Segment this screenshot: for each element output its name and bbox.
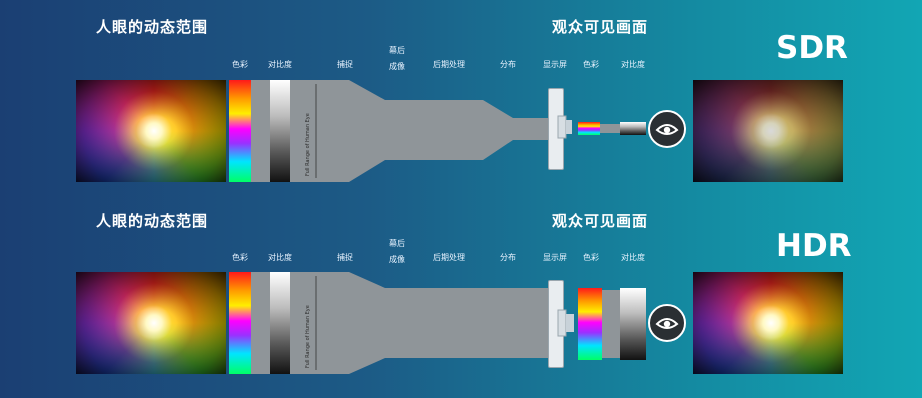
sdr-output-image (693, 80, 843, 182)
hdr-badge: HDR (776, 228, 852, 264)
sdr-out-color-bar (578, 122, 600, 135)
sdr-label-color: 色彩 (232, 60, 248, 69)
sdr-monitor-stand-icon (557, 115, 572, 139)
hdr-source-image (76, 272, 226, 374)
sdr-label-display: 显示屏 (543, 60, 567, 69)
hdr-eye-icon (648, 304, 686, 342)
sdr-label-imaging-1: 幕后 (389, 46, 405, 55)
hdr-out-link (602, 290, 620, 358)
sdr-vertical-note: Full Range of Human Eye (305, 113, 311, 176)
sdr-label-contrast: 对比度 (268, 60, 292, 69)
hdr-label-contrast: 对比度 (268, 253, 292, 262)
hdr-color-bar (229, 272, 251, 374)
sdr-pipeline-funnel (313, 80, 553, 182)
hdr-out-color-bar (578, 288, 602, 360)
sdr-label-post: 后期处理 (433, 60, 465, 69)
hdr-pipeline-funnel (313, 272, 553, 374)
hdr-monitor-stand-icon (557, 309, 574, 337)
sdr-badge: SDR (776, 30, 848, 66)
hdr-label-distribution: 分布 (500, 253, 516, 262)
hdr-contrast-bar (270, 272, 290, 374)
sdr-label-capture: 捕捉 (337, 60, 353, 69)
hdr-label-display: 显示屏 (543, 253, 567, 262)
hdr-heading-left: 人眼的动态范围 (96, 212, 209, 230)
sdr-heading-right: 观众可见画面 (552, 18, 649, 36)
sdr-label-imaging: 幕后 成像 (382, 43, 412, 75)
hdr-output-image (693, 272, 843, 374)
hdr-label-imaging: 幕后 成像 (382, 236, 412, 268)
hdr-heading-right: 观众可见画面 (552, 212, 649, 230)
hdr-label-capture: 捕捉 (337, 253, 353, 262)
sdr-label-color-out: 色彩 (583, 60, 599, 69)
sdr-heading-left: 人眼的动态范围 (96, 18, 209, 36)
hdr-label-imaging-2: 成像 (389, 255, 405, 264)
sdr-label-imaging-2: 成像 (389, 62, 405, 71)
sdr-out-contrast-bar (620, 122, 646, 135)
hdr-label-color-out: 色彩 (583, 253, 599, 262)
hdr-label-post: 后期处理 (433, 253, 465, 262)
sdr-color-bar (229, 80, 251, 182)
sdr-label-distribution: 分布 (500, 60, 516, 69)
hdr-label-imaging-1: 幕后 (389, 239, 405, 248)
eye-icon (648, 110, 686, 148)
hdr-vertical-note: Full Range of Human Eye (305, 305, 311, 368)
sdr-label-contrast-out: 对比度 (621, 60, 645, 69)
sdr-contrast-bar (270, 80, 290, 182)
hdr-label-contrast-out: 对比度 (621, 253, 645, 262)
hdr-label-color: 色彩 (232, 253, 248, 262)
sdr-out-link (600, 124, 620, 133)
hdr-out-contrast-bar (620, 288, 646, 360)
sdr-source-image (76, 80, 226, 182)
